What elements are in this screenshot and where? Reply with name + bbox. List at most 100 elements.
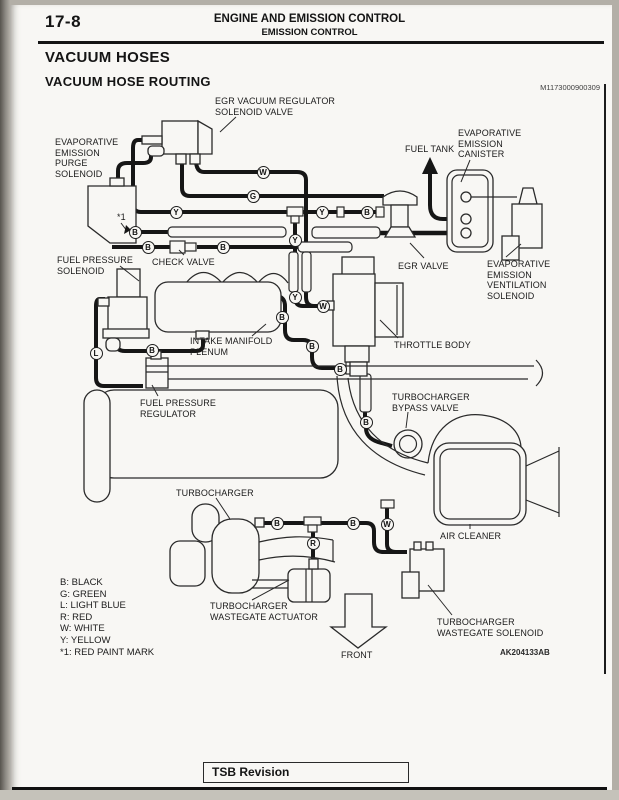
hose-aircleaner-down (385, 506, 397, 554)
egr-vrs-valve-nipple (141, 135, 163, 145)
subsection-heading: VACUUM HOSE ROUTING (45, 74, 211, 89)
turbo-housing (211, 518, 260, 594)
legend-item: W: WHITE (60, 623, 105, 635)
canister-port-2 (460, 213, 472, 225)
purge-solenoid-body (87, 185, 137, 244)
throttle-stub-1 (344, 345, 370, 363)
engine-side-outline (83, 389, 111, 503)
throttle-top (341, 256, 375, 276)
plenum-body (154, 281, 282, 333)
legend-item: *1: RED PAINT MARK (60, 646, 155, 658)
pipe-upper-left (167, 226, 287, 238)
turbo-outlet-pipes (258, 536, 336, 563)
egr-vrs-valve-side (197, 119, 213, 155)
canister-port-1 (460, 191, 472, 203)
egr-valve-stem (390, 204, 409, 228)
fpr-top-stub (150, 350, 162, 360)
header-title: ENGINE AND EMISSION CONTROL (213, 13, 406, 25)
pipe-right-middle (311, 226, 381, 239)
fp-solenoid-flange (102, 328, 150, 339)
canister-body (446, 169, 494, 253)
check-valve-outlet (184, 242, 197, 252)
pipe-lower-left (297, 241, 353, 253)
egr-valve-base (383, 226, 417, 238)
fp-solenoid-stub (105, 337, 121, 352)
fuel-tank-arrowhead (422, 157, 438, 174)
document-code: M1173000900309 (540, 83, 600, 92)
section-heading: VACUUM HOSES (45, 49, 170, 66)
tee-fitting-stem (290, 215, 300, 224)
wastegate-actuator-body (287, 568, 331, 603)
page-bottom-band (0, 790, 619, 800)
header-subtitle: EMISSION CONTROL (261, 27, 358, 38)
fpr-cap-lines (146, 365, 168, 373)
throttle-port (326, 300, 335, 311)
plenum-stub (195, 330, 210, 340)
hose-yellow-run-left (131, 138, 288, 214)
legend-item: G: GREEN (60, 588, 107, 600)
tee-fitting-top (286, 206, 304, 217)
figure-code: AK204133AB (500, 648, 550, 657)
legend-item: Y: YELLOW (60, 634, 111, 646)
egr-vrs-valve-body (161, 120, 199, 155)
tsb-revision-box (203, 762, 409, 783)
legend-item: R: RED (60, 611, 93, 623)
wastegate-solenoid-stub1 (413, 541, 422, 551)
engine-cover-outline (95, 389, 339, 479)
legend-item: B: BLACK (60, 577, 103, 588)
hose-green-run (180, 160, 384, 198)
canister-inner (451, 174, 489, 248)
hose-turbo-main (262, 521, 407, 554)
paint-mark-arrowhead (124, 225, 131, 234)
air-cleaner-outer (433, 442, 527, 526)
inline-fitting (336, 206, 345, 218)
egr-vrs-port-1 (175, 153, 187, 165)
bypass-valve-inner (398, 434, 418, 454)
wastegate-actuator-nipple (308, 558, 319, 570)
front-arrow (329, 593, 388, 649)
wastegate-solenoid-stub2 (425, 541, 434, 551)
intake-ducts (336, 375, 522, 476)
aircleaner-port-fitting (380, 499, 395, 509)
tsb-revision-label: TSB Revision (212, 765, 290, 779)
throttle-main (332, 273, 376, 347)
tee-fitting-turbo-stem (307, 524, 318, 533)
air-cleaner-trumpet (525, 447, 560, 517)
egr-port-stub (375, 206, 385, 218)
throttle-stub-2 (349, 361, 368, 377)
plenum-humps (185, 271, 289, 284)
wastegate-solenoid-foot (401, 571, 420, 599)
page-right-border (604, 84, 606, 674)
page-number: 17-8 (45, 12, 82, 31)
hose-plenum-to-elbow (277, 294, 352, 370)
fp-solenoid-body (107, 296, 148, 332)
tee-fitting-turbo (303, 516, 322, 526)
throttle-cylinder (374, 282, 404, 338)
vent-solenoid-foot (501, 235, 520, 261)
hose-fuel-tank (428, 172, 460, 221)
canister-port-3 (460, 227, 472, 239)
fp-solenoid-nipple (97, 297, 110, 307)
bypass-valve-outer (393, 429, 423, 459)
check-valve-body (169, 240, 186, 254)
header-rule (38, 41, 604, 44)
egr-vrs-valve-stub (147, 145, 165, 157)
vent-solenoid-nipple (518, 187, 538, 205)
page-bottom-rule (12, 787, 607, 790)
turbo-canister (169, 540, 206, 587)
purge-solenoid-nipple (109, 177, 125, 187)
pipe-sleeve-2 (301, 251, 312, 293)
page-left-edge (0, 0, 10, 800)
wastegate-actuator-detail (252, 569, 313, 602)
egr-valve-cap (382, 190, 418, 206)
hose-purge-top (116, 152, 153, 182)
air-cleaner-inner (439, 448, 521, 520)
pipe-bypass-vertical (359, 373, 372, 413)
hose-solenoid-to-plenum (114, 338, 205, 353)
fpr-body (145, 357, 169, 389)
label-leader-lines (119, 116, 522, 616)
egr-vrs-port-2 (189, 153, 201, 165)
legend-item: L: LIGHT BLUE (60, 600, 126, 612)
pipe-sleeve-1 (288, 251, 299, 293)
